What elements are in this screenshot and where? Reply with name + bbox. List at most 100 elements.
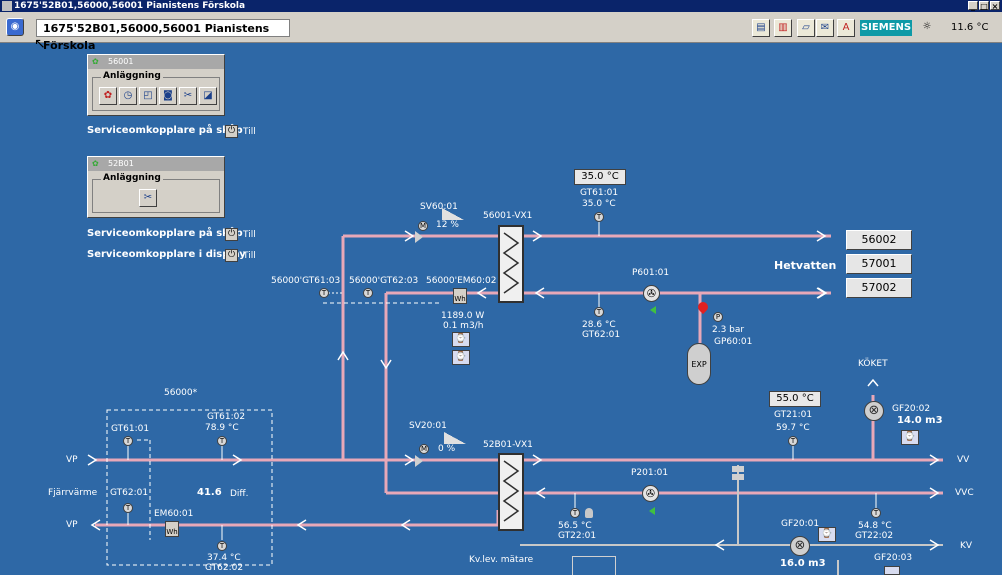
gf2001-label: GF20:01 (781, 519, 820, 529)
gt6101-value: 35.0 °C (582, 199, 616, 209)
alarm-list-icon[interactable]: A (837, 19, 855, 37)
pressure-sensor-icon[interactable]: P (713, 312, 723, 322)
energy-meter-icon[interactable]: Wh (165, 521, 179, 537)
valve-icon[interactable]: ◰ (139, 87, 157, 105)
pump-p601-icon[interactable]: ✇ (643, 285, 660, 302)
koket-label: KÖKET (858, 359, 888, 369)
trend-chart-icon[interactable]: ▱ (797, 19, 815, 37)
meter-box[interactable] (572, 556, 616, 575)
scissors-icon[interactable]: ✂ (179, 87, 197, 105)
temperature-sensor-icon[interactable]: T (594, 307, 604, 317)
mail-icon[interactable]: ✉ (816, 19, 834, 37)
hx-upper-label: 56001-VX1 (483, 211, 533, 221)
maximize-button[interactable]: □ (979, 1, 989, 11)
pump-p201-icon[interactable]: ✇ (642, 485, 659, 502)
gt6102-label: GT61:02 (207, 412, 246, 422)
flow-meter-valve-icon[interactable]: ⊗ (864, 401, 884, 421)
nav-button-56002[interactable]: 56002 (846, 230, 912, 250)
switch-icon[interactable]: ⏻ (225, 228, 238, 241)
panel-header: ✿52B01 (88, 157, 224, 171)
panel-header: ✿56001 (88, 55, 224, 69)
switch-icon[interactable]: ⏻ (225, 125, 238, 138)
weather-icon: ☼ (922, 21, 932, 32)
gf2002-value: 14.0 m3 (897, 415, 943, 426)
temperature-sensor-icon[interactable]: T (570, 508, 580, 518)
p601-label: P601:01 (632, 268, 670, 278)
hx-lower-label: 52B01-VX1 (483, 440, 533, 450)
clock-icon[interactable]: ◷ (119, 87, 137, 105)
gp6001-label: GP60:01 (714, 337, 753, 347)
power-value: 1189.0 W (441, 311, 485, 321)
trend-icon[interactable]: ⌚ (901, 430, 919, 445)
panel-52b01: ✿52B01 Anläggning ✂ (87, 156, 225, 218)
trend-icon[interactable]: ⌚ (818, 527, 836, 542)
gf2001-value: 16.0 m3 (780, 558, 826, 569)
diff-value: 41.6 (197, 487, 222, 498)
sv2001-label: SV20:01 (409, 421, 447, 431)
check-valve-icon (732, 466, 744, 480)
pump-status-icon (650, 306, 656, 314)
toolbar: ◉ 1675'52B01,56000,56001 Pianistens Förs… (0, 12, 1002, 52)
trend-icon[interactable] (884, 566, 900, 575)
nav-button-57002[interactable]: 57002 (846, 278, 912, 298)
valve-icon[interactable] (415, 231, 423, 243)
nav-button-57001[interactable]: 57001 (846, 254, 912, 274)
plant-alarm-icon[interactable]: ✿ (99, 87, 117, 105)
heat-exchanger-upper[interactable] (498, 225, 524, 303)
temperature-sensor-icon[interactable]: T (123, 503, 133, 513)
gf2002-label: GF20:02 (892, 404, 931, 414)
valve-motor-icon[interactable]: M (418, 221, 428, 231)
gt6201-value: 28.6 °C (582, 320, 616, 330)
window-title: 1675'52B01,56000,56001 Pianistens Försko… (14, 1, 246, 11)
temperature-sensor-icon[interactable]: T (871, 508, 881, 518)
em6001-label: EM60:01 (154, 509, 194, 519)
trend-icon[interactable]: ⌚ (452, 350, 470, 365)
temperature-sensor-icon[interactable]: T (788, 436, 798, 446)
pump-status-icon (649, 507, 655, 515)
gt6101-label: GT61:01 (580, 188, 619, 198)
setpoint-upper[interactable]: 35.0 °C (574, 169, 626, 185)
heat-exchanger-lower[interactable] (498, 453, 524, 531)
gt2101-label: GT21:01 (774, 410, 813, 420)
switch-icon[interactable]: ⏻ (225, 249, 238, 262)
trend-icon[interactable]: ⌚ (452, 332, 470, 347)
temperature-sensor-icon[interactable]: T (594, 212, 604, 222)
gp6001-value: 2.3 bar (712, 325, 745, 335)
plant-icon: ✿ (92, 57, 99, 66)
settings-icon[interactable]: ◪ (199, 87, 217, 105)
gt6201-lower-label: GT62:01 (110, 488, 149, 498)
close-button[interactable]: × (990, 1, 1000, 11)
temperature-sensor-icon[interactable]: T (217, 541, 227, 551)
print-icon[interactable]: ▤ (752, 19, 770, 37)
flow-value: 0.1 m3/h (443, 321, 484, 331)
home-icon[interactable]: ◉ (6, 18, 24, 36)
temperature-sensor-icon[interactable]: T (363, 288, 373, 298)
mouse-pointer-icon: ↖ (34, 36, 46, 52)
siemens-logo: SIEMENS (860, 20, 912, 36)
outdoor-temperature: 11.6 °C (951, 22, 989, 33)
bell-icon[interactable] (585, 508, 593, 518)
vp-return-label: VP (66, 520, 78, 530)
pdf-icon[interactable]: ▥ (774, 19, 792, 37)
service-switch-3-state: Till (243, 251, 256, 261)
fjarrvarme-label: Fjärrvärme (48, 488, 98, 498)
gt6203-label: 56000'GT62:03 (349, 276, 419, 286)
valve-icon[interactable] (415, 455, 423, 467)
temperature-sensor-icon[interactable]: T (319, 288, 329, 298)
flow-meter-valve-icon[interactable]: ⊗ (790, 536, 810, 556)
expansion-vessel[interactable]: EXP (687, 343, 711, 385)
em6002-label: 56000'EM60:02 (426, 276, 497, 286)
energy-meter-icon[interactable]: Wh (453, 288, 467, 304)
temperature-sensor-icon[interactable]: T (217, 436, 227, 446)
gt2202-label: GT22:02 (855, 531, 894, 541)
service-switch-1-state: Till (243, 127, 256, 137)
pump-icon[interactable]: ◙ (159, 87, 177, 105)
valve-motor-icon[interactable]: M (419, 444, 429, 454)
setpoint-lower[interactable]: 55.0 °C (769, 391, 821, 407)
vp-supply-label: VP (66, 455, 78, 465)
object-path-field[interactable]: 1675'52B01,56000,56001 Pianistens Försko… (36, 19, 290, 52)
minimize-button[interactable]: _ (968, 1, 978, 11)
scissors-icon[interactable]: ✂ (139, 189, 157, 207)
temperature-sensor-icon[interactable]: T (123, 436, 133, 446)
group-title: Anläggning (101, 71, 163, 81)
